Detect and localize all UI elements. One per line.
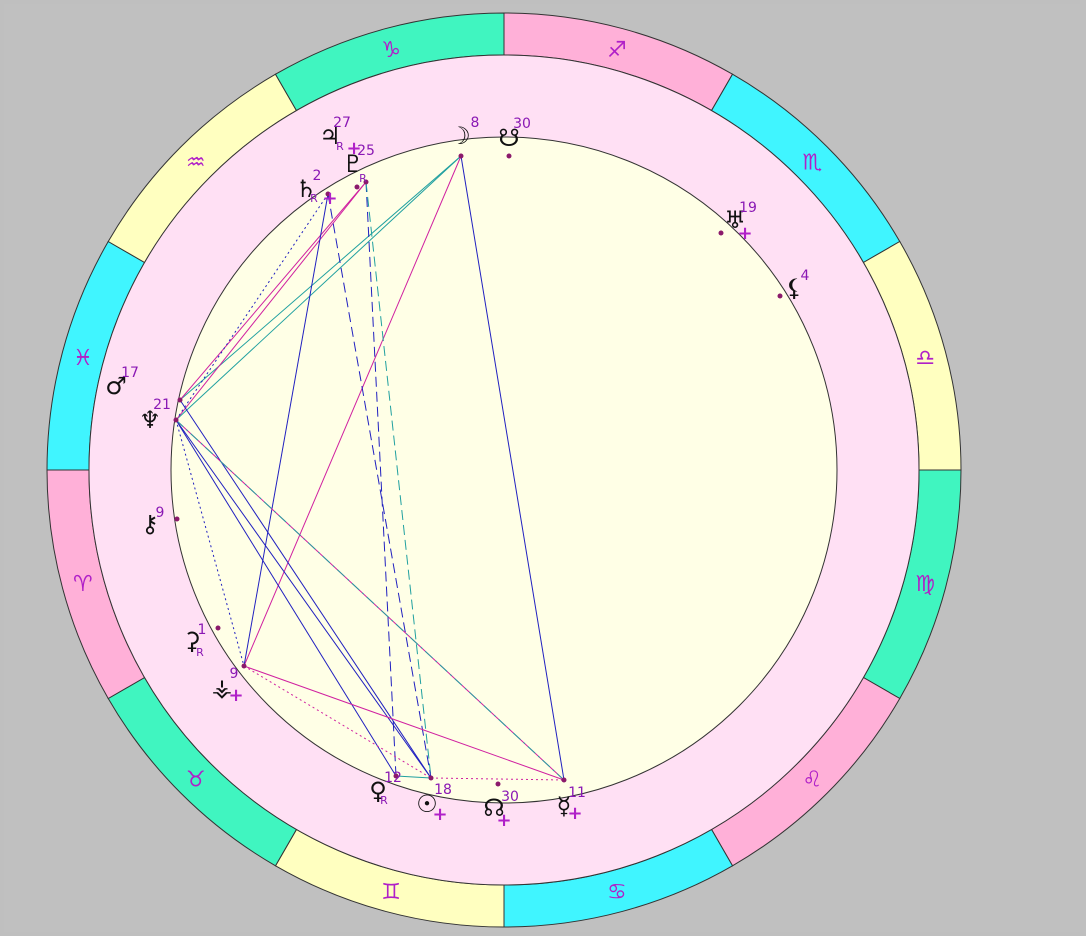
lilith-degree: 4: [801, 268, 810, 284]
aspect-line-vesta-mercury: [243, 665, 565, 781]
aspect-line-pluto-venus: [365, 181, 397, 777]
north-node-plus-icon: +: [496, 810, 511, 831]
vesta-icon: ⚶: [212, 674, 232, 702]
aspect-line-sun-mercury: [430, 777, 565, 781]
mercury-marker: [561, 777, 567, 783]
chiron-degree: 9: [156, 505, 165, 521]
neptune-degree: 21: [153, 397, 171, 413]
south-node-marker: [506, 153, 512, 159]
aspect-line-vesta-sun: [243, 665, 432, 779]
aspect-line-saturn-sun: [327, 193, 432, 779]
sun-degree: 18: [434, 782, 452, 798]
sagittarius-sign-icon: ♐: [607, 38, 627, 63]
aspect-line-saturn-neptune: [175, 193, 329, 421]
saturn-retrograde-flag: R: [310, 192, 318, 205]
aspect-line-neptune-sun: [175, 419, 432, 779]
planet-markers: [173, 153, 783, 787]
mercury-icon: ☿: [557, 792, 572, 820]
south-node-degree: 30: [513, 116, 531, 132]
pluto-icon: ♇: [342, 150, 364, 178]
venus-icon: ♀: [369, 777, 387, 805]
gemini-sign-icon: ♊: [381, 880, 401, 905]
uranus-icon: ♅: [724, 206, 746, 234]
vesta-degree: 9: [230, 666, 239, 682]
sun-marker: [428, 775, 434, 781]
north-node-degree: 30: [501, 789, 519, 805]
north-node-icon: ☊: [483, 794, 504, 822]
chiron-icon: ⚷: [141, 510, 159, 538]
aspect-line-moon-mars: [179, 155, 462, 401]
capricorn-sign-icon: ♑: [381, 38, 401, 63]
scorpio-sign-icon: ♏: [802, 151, 822, 176]
lilith-marker: [777, 293, 783, 299]
vesta-marker: [241, 663, 247, 669]
jupiter-degree: 27: [333, 115, 351, 131]
pluto-marker: [363, 179, 369, 185]
aspect-line-venus-sun: [395, 775, 432, 779]
aspect-lines: [175, 155, 565, 781]
sun-icon: ☉: [416, 790, 438, 818]
lilith-icon: ⚸: [785, 274, 803, 302]
moon-degree: 8: [471, 115, 480, 131]
ceres-retrograde-flag: R: [196, 646, 204, 659]
saturn-marker: [325, 191, 331, 197]
ceres-marker: [215, 625, 221, 631]
ceres-degree: 1: [198, 622, 207, 638]
saturn-icon: ♄: [295, 175, 317, 203]
aspect-line-saturn-vesta: [243, 193, 329, 667]
pisces-sign-icon: ♓: [73, 346, 93, 371]
pluto-degree: 25: [357, 143, 375, 159]
venus-marker: [393, 773, 399, 779]
aries-sign-icon: ♈: [73, 572, 93, 597]
saturn-plus-icon: +: [322, 188, 337, 209]
mercury-plus-icon: +: [567, 803, 582, 824]
natal-chart-wheel: ♐♏♎♍♌♋♊♉♈♓♒♑ ☽8☋30♅19+⚸4☿11+☊30+☉18+♀12R…: [4, 4, 1080, 932]
neptune-icon: ♆: [139, 406, 161, 434]
mercury-degree: 11: [568, 785, 586, 801]
venus-retrograde-flag: R: [380, 794, 388, 807]
cancer-sign-icon: ♋: [607, 880, 627, 905]
jupiter-plus-icon: +: [346, 138, 361, 159]
north-node-marker: [495, 781, 501, 787]
chiron-marker: [174, 516, 180, 522]
uranus-marker: [718, 230, 724, 236]
mars-icon: ♂: [105, 372, 127, 400]
ceres-icon: ⚳: [183, 627, 201, 655]
jupiter-marker: [354, 184, 360, 190]
neptune-marker: [173, 417, 179, 423]
aspect-line-neptune-venus: [175, 419, 397, 777]
mars-degree: 17: [121, 365, 139, 381]
pluto-retrograde-flag: R: [359, 172, 367, 185]
mars-marker: [177, 397, 183, 403]
aspect-line-moon-neptune: [175, 155, 462, 421]
aspect-line-pluto-mars: [179, 181, 367, 401]
moon-marker: [458, 153, 464, 159]
south-node-icon: ☋: [498, 124, 519, 152]
moon-icon: ☽: [449, 122, 471, 150]
aspect-line-moon-vesta: [243, 155, 462, 667]
libra-sign-icon: ♎: [915, 346, 935, 371]
aspect-line-pluto-sun: [365, 181, 432, 779]
taurus-sign-icon: ♉: [186, 767, 206, 792]
aquarius-sign-icon: ♒: [186, 151, 206, 176]
jupiter-icon: ♃: [319, 122, 341, 150]
planet-labels: ☽8☋30♅19+⚸4☿11+☊30+☉18+♀12R⚶9+⚳1R⚷9♆21♂1…: [105, 115, 809, 831]
leo-sign-icon: ♌: [802, 767, 822, 792]
uranus-degree: 19: [739, 200, 757, 216]
vesta-plus-icon: +: [228, 685, 243, 706]
zodiac-ring: ♐ ♏ ♎ ♍ ♌ ♋ ♊ ♉ ♈ ♓ ♒ ♑: [46, 12, 962, 928]
aspect-line-moon-mercury: [460, 155, 565, 781]
sun-plus-icon: +: [432, 804, 447, 825]
virgo-sign-icon: ♍: [915, 572, 935, 597]
uranus-plus-icon: +: [737, 223, 752, 244]
saturn-degree: 2: [313, 168, 322, 184]
venus-degree: 12: [384, 770, 402, 786]
aspect-line-neptune-mercury: [175, 419, 565, 781]
jupiter-retrograde-flag: R: [336, 140, 344, 153]
aspect-line-pluto-neptune: [175, 181, 367, 421]
